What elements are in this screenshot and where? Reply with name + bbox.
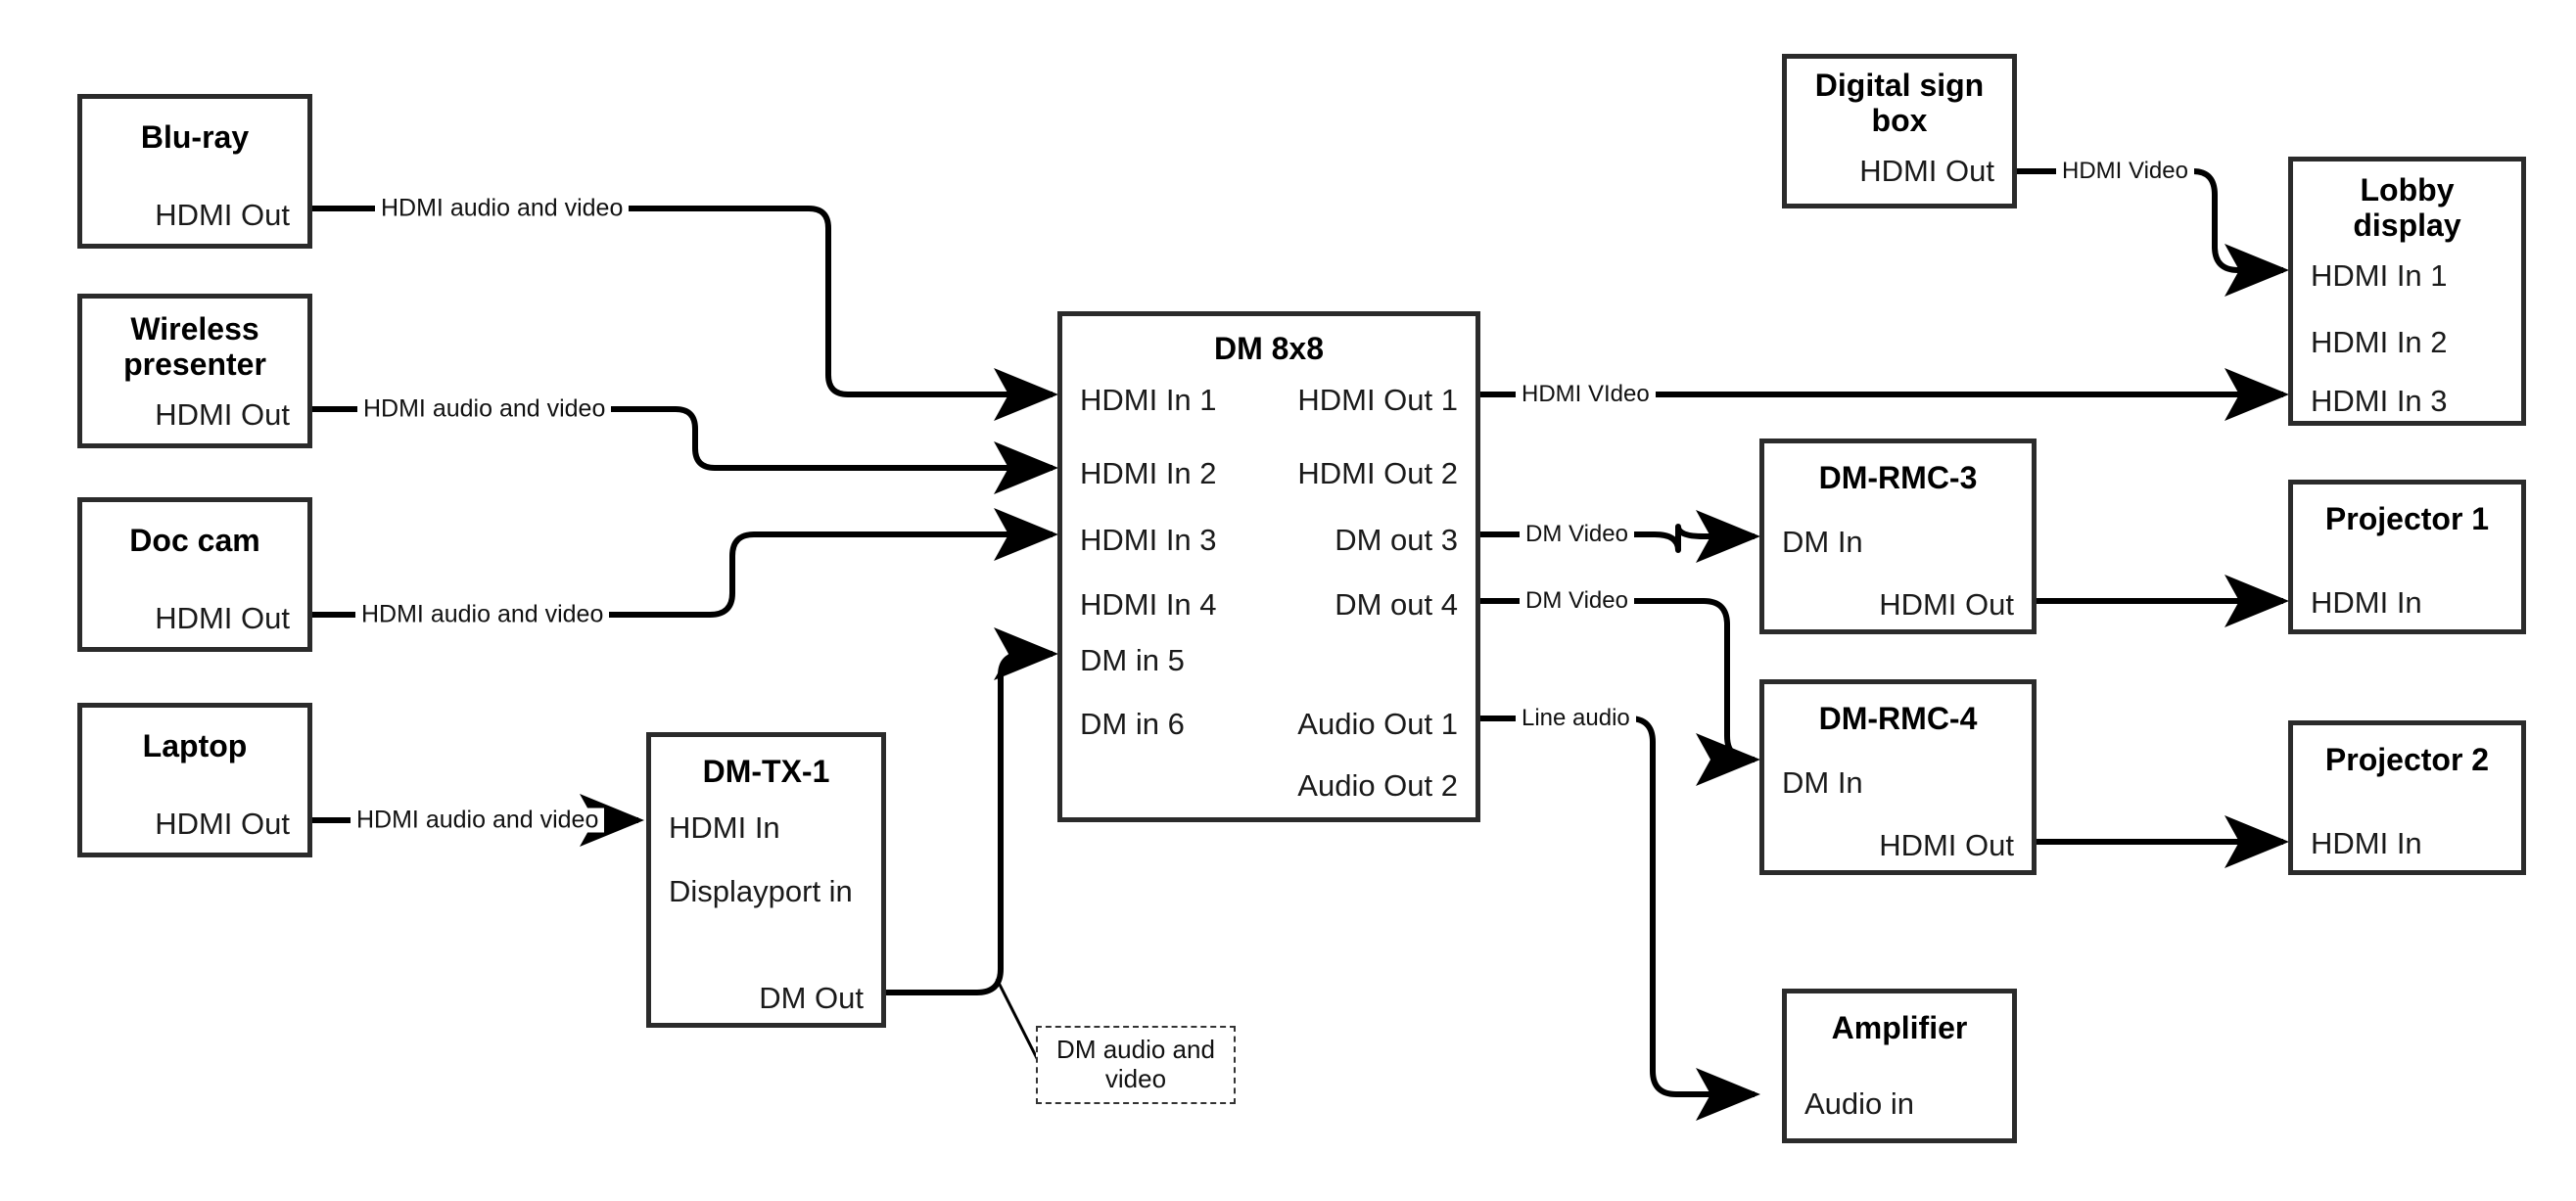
node-lobby-display-title: Lobby display xyxy=(2353,172,2461,243)
node-dm-tx-1-port-hdmi-in: HDMI In xyxy=(669,810,780,845)
node-wireless-presenter[interactable]: Wireless presenter HDMI Out xyxy=(77,294,312,448)
node-laptop-title: Laptop xyxy=(142,728,248,763)
node-dm-8x8-port-dm-in-6: DM in 6 xyxy=(1080,707,1185,741)
node-dm-8x8-port-dm-out-3: DM out 3 xyxy=(1335,523,1458,557)
node-dm-8x8-port-hdmi-in-2: HDMI In 2 xyxy=(1080,456,1217,490)
wire-label-dm-out3-to-rmc3: DM Video xyxy=(1520,523,1634,546)
node-dm-rmc-4-title: DM-RMC-4 xyxy=(1818,701,1978,736)
node-dm-tx-1-port-dm-out: DM Out xyxy=(759,981,864,1015)
node-wireless-presenter-port-hdmi-out: HDMI Out xyxy=(155,397,290,432)
node-lobby-display[interactable]: Lobby display HDMI In 1 HDMI In 2 HDMI I… xyxy=(2288,157,2526,426)
node-dm-8x8-port-hdmi-in-1: HDMI In 1 xyxy=(1080,383,1217,417)
node-lobby-display-port-hdmi-in-1: HDMI In 1 xyxy=(2311,258,2448,293)
wire-label-doccam-to-dm: HDMI audio and video xyxy=(355,602,610,627)
wire-label-dm-audio-to-amplifier: Line audio xyxy=(1516,707,1636,730)
node-dm-8x8[interactable]: DM 8x8 HDMI In 1 HDMI In 2 HDMI In 3 HDM… xyxy=(1057,311,1480,822)
node-dm-8x8-port-dm-out-4: DM out 4 xyxy=(1335,587,1458,622)
node-dm-tx-1-port-displayport-in: Displayport in xyxy=(669,874,853,908)
wire-label-sign-to-lobby: HDMI Video xyxy=(2056,160,2194,183)
node-dm-rmc-4[interactable]: DM-RMC-4 DM In HDMI Out xyxy=(1759,679,2037,875)
node-dm-rmc-3[interactable]: DM-RMC-3 DM In HDMI Out xyxy=(1759,439,2037,634)
node-doc-cam-port-hdmi-out: HDMI Out xyxy=(155,601,290,635)
node-dm-8x8-port-hdmi-in-4: HDMI In 4 xyxy=(1080,587,1217,622)
callout-dm-audio-and-video: DM audio and video xyxy=(1036,1026,1236,1104)
node-dm-8x8-port-hdmi-in-3: HDMI In 3 xyxy=(1080,523,1217,557)
node-doc-cam-title: Doc cam xyxy=(129,523,260,558)
wire-sign-to-lobby-in1 xyxy=(2017,168,2289,297)
wire-dm-out4-to-rmc4 xyxy=(1480,598,1760,786)
wire-dm-audio-to-amplifier xyxy=(1480,716,1760,1121)
node-doc-cam[interactable]: Doc cam HDMI Out xyxy=(77,497,312,652)
node-bluray-title: Blu-ray xyxy=(140,119,250,155)
node-dm-rmc-4-port-hdmi-out: HDMI Out xyxy=(1879,828,2014,862)
node-projector-1-title: Projector 1 xyxy=(2324,501,2490,536)
node-projector-1[interactable]: Projector 1 HDMI In xyxy=(2288,480,2526,634)
node-dm-8x8-port-audio-out-2: Audio Out 2 xyxy=(1297,768,1458,803)
node-dm-8x8-title: DM 8x8 xyxy=(1213,331,1325,366)
node-lobby-display-port-hdmi-in-2: HDMI In 2 xyxy=(2311,325,2448,359)
node-lobby-display-port-hdmi-in-3: HDMI In 3 xyxy=(2311,384,2448,418)
node-projector-2[interactable]: Projector 2 HDMI In xyxy=(2288,720,2526,875)
wire-label-laptop-to-tx: HDMI audio and video xyxy=(351,808,605,833)
wire-label-dm-out1-to-lobby: HDMI VIdeo xyxy=(1516,383,1656,406)
node-projector-2-port-hdmi-in: HDMI In xyxy=(2311,826,2422,860)
node-projector-2-title: Projector 2 xyxy=(2324,742,2490,777)
node-dm-8x8-port-hdmi-out-2: HDMI Out 2 xyxy=(1297,456,1458,490)
node-bluray[interactable]: Blu-ray HDMI Out xyxy=(77,94,312,249)
wire-bluray-to-dm-in1 xyxy=(312,206,1058,421)
wire-tx-dmout-to-dm-in5 xyxy=(886,627,1058,995)
node-digital-sign-box[interactable]: Digital sign box HDMI Out xyxy=(1782,54,2017,208)
node-dm-tx-1[interactable]: DM-TX-1 HDMI In Displayport in DM Out xyxy=(646,732,886,1028)
node-dm-8x8-port-audio-out-1: Audio Out 1 xyxy=(1297,707,1458,741)
node-dm-rmc-3-title: DM-RMC-3 xyxy=(1818,460,1978,495)
node-dm-tx-1-title: DM-TX-1 xyxy=(702,754,830,789)
node-dm-rmc-3-port-hdmi-out: HDMI Out xyxy=(1879,587,2014,622)
wire-label-wireless-to-dm: HDMI audio and video xyxy=(357,396,612,422)
node-dm-8x8-port-dm-in-5: DM in 5 xyxy=(1080,643,1185,677)
node-amplifier[interactable]: Amplifier Audio in xyxy=(1782,989,2017,1143)
node-dm-rmc-3-port-dm-in: DM In xyxy=(1782,525,1863,559)
node-amplifier-title: Amplifier xyxy=(1831,1010,1968,1045)
node-amplifier-port-audio-in: Audio in xyxy=(1804,1086,1915,1121)
node-wireless-presenter-title: Wireless presenter xyxy=(123,311,266,382)
node-dm-rmc-4-port-dm-in: DM In xyxy=(1782,765,1863,800)
wire-label-bluray-to-dm: HDMI audio and video xyxy=(375,196,630,221)
node-digital-sign-box-port-hdmi-out: HDMI Out xyxy=(1859,154,1994,188)
wire-label-dm-out4-to-rmc4: DM Video xyxy=(1520,589,1634,613)
node-dm-8x8-port-hdmi-out-1: HDMI Out 1 xyxy=(1297,383,1458,417)
node-projector-1-port-hdmi-in: HDMI In xyxy=(2311,585,2422,620)
node-digital-sign-box-title: Digital sign box xyxy=(1814,68,1985,138)
node-laptop[interactable]: Laptop HDMI Out xyxy=(77,703,312,857)
node-laptop-port-hdmi-out: HDMI Out xyxy=(155,807,290,841)
node-bluray-port-hdmi-out: HDMI Out xyxy=(155,198,290,232)
